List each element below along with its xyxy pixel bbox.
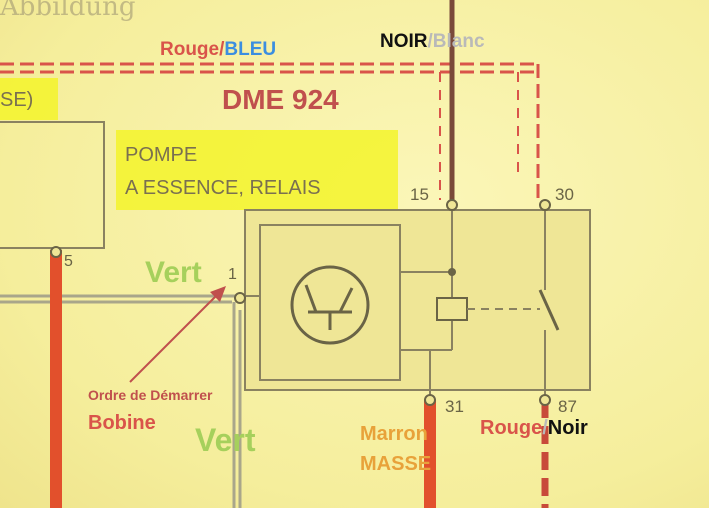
transistor-box bbox=[259, 224, 401, 381]
left-box-text: SE) bbox=[0, 89, 34, 111]
pin-31-label: 31 bbox=[445, 397, 464, 416]
relay-title-line1: POMPE bbox=[125, 144, 198, 166]
dme-title: DME 924 bbox=[222, 84, 339, 115]
relay-coil-icon bbox=[436, 297, 468, 321]
label-marron: Marron bbox=[360, 423, 428, 445]
pin-5-label: 5 bbox=[64, 253, 73, 270]
switch-contact-icon bbox=[538, 289, 560, 331]
pin-87-connector bbox=[539, 394, 551, 406]
label-vert-input: Vert bbox=[145, 256, 202, 289]
highlight-left-box bbox=[0, 78, 58, 120]
label-top-noir: NOIR bbox=[380, 31, 428, 52]
pin-30-label: 30 bbox=[555, 185, 574, 204]
label-top-rouge-bleu: Rouge/BLEU bbox=[160, 40, 276, 59]
pin-5-connector bbox=[50, 246, 62, 258]
label-top-rouge-sep: / bbox=[219, 39, 225, 60]
label-top-bleu: BLEU bbox=[224, 39, 277, 60]
label-masse: MASSE bbox=[360, 453, 432, 475]
left-module-box bbox=[0, 121, 105, 249]
pin-15-connector bbox=[446, 199, 458, 211]
label-bobine: Bobine bbox=[88, 412, 156, 434]
label-bottom-rouge: Rouge bbox=[480, 417, 543, 439]
annotation-arrow-line bbox=[129, 289, 223, 383]
pin-30-connector bbox=[539, 199, 551, 211]
label-bottom-noir: Noir bbox=[547, 417, 588, 439]
pin-15-label: 15 bbox=[410, 185, 429, 204]
label-vert-bottom: Vert bbox=[195, 422, 256, 458]
pin-87-label: 87 bbox=[558, 397, 577, 416]
annotation-arrowhead bbox=[210, 286, 226, 302]
top-scribble: Abbildung bbox=[0, 0, 136, 22]
relay-enclosure bbox=[244, 209, 591, 391]
label-top-blanc: Blanc bbox=[432, 31, 485, 52]
label-top-noir-sep: / bbox=[427, 31, 433, 52]
pin-31-connector bbox=[424, 394, 436, 406]
label-bottom-rouge-noir: Rouge/Noir bbox=[480, 418, 588, 438]
label-top-rouge: Rouge bbox=[160, 39, 220, 60]
relay-title-line2: A ESSENCE, RELAIS bbox=[125, 177, 321, 199]
transistor-emitter bbox=[338, 287, 354, 313]
highlight-relay-title bbox=[116, 130, 398, 210]
pin-1-connector bbox=[234, 292, 246, 304]
junction-dot bbox=[448, 268, 456, 276]
label-bottom-rouge-sep: / bbox=[542, 417, 548, 439]
label-top-noir-blanc: NOIR/Blanc bbox=[380, 32, 485, 51]
transistor-icon bbox=[290, 265, 370, 345]
transistor-collector bbox=[304, 284, 318, 313]
pin-1-label: 1 bbox=[228, 266, 237, 283]
label-ordre-demarrer: Ordre de Démarrer bbox=[88, 387, 213, 403]
